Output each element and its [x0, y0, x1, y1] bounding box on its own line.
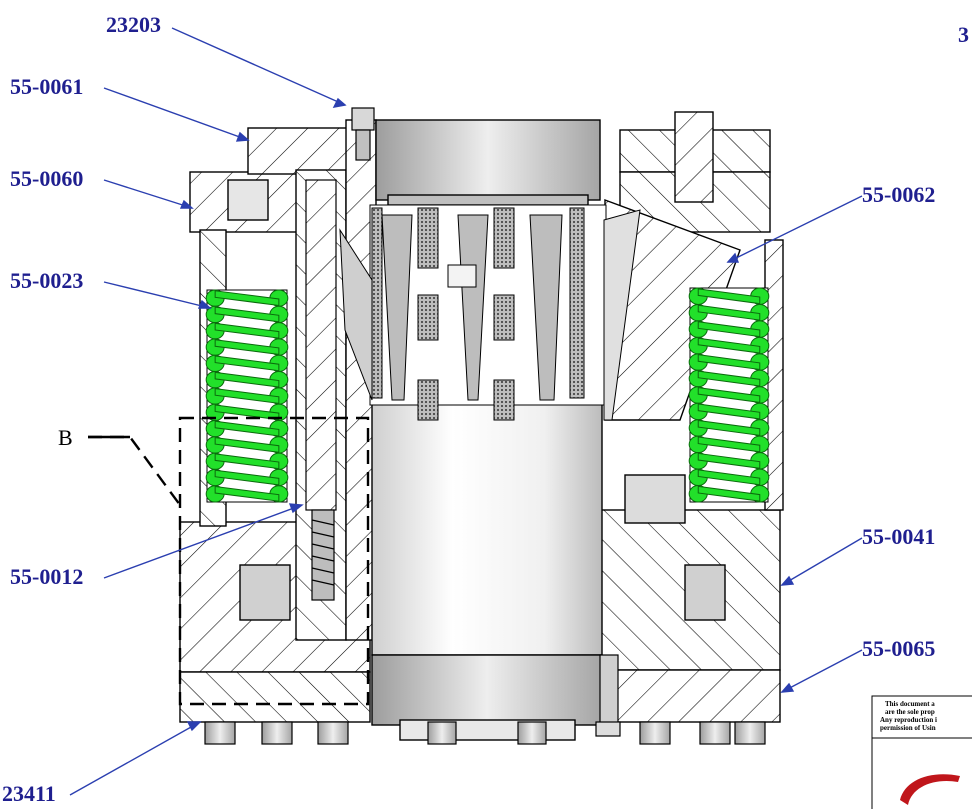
detail-b-outline — [88, 416, 370, 706]
left-spring — [205, 289, 289, 503]
leader-lines — [69, 27, 863, 796]
valve-stack — [339, 204, 641, 421]
callouts: 23203 55-0061 55-0060 55-0023 55-0012 23… — [2, 12, 969, 806]
callout-55-0023: 55-0023 — [10, 268, 83, 293]
callout-23203: 23203 — [106, 12, 161, 37]
callout-55-0062: 55-0062 — [862, 182, 935, 207]
notice-line-2: are the sole prop — [885, 708, 935, 716]
callout-23411: 23411 — [2, 781, 56, 806]
callout-55-0065: 55-0065 — [862, 636, 935, 661]
fasteners — [351, 107, 621, 737]
callout-corner: 3 — [958, 22, 969, 47]
callout-55-0060: 55-0060 — [10, 166, 83, 191]
right-housing — [599, 111, 784, 723]
bottom-feet — [204, 721, 766, 745]
detail-b-label: B — [58, 425, 73, 450]
bolt-55-0012 — [305, 179, 337, 601]
notice-line-1: This document a — [885, 700, 935, 708]
callout-55-0061: 55-0061 — [10, 74, 83, 99]
callout-55-0012: 55-0012 — [10, 564, 83, 589]
notice-box: This document a are the sole prop Any re… — [871, 695, 972, 809]
callout-55-0041: 55-0041 — [862, 524, 935, 549]
right-spring — [688, 287, 770, 503]
company-logo-mark — [900, 774, 960, 805]
notice-line-3: Any reproduction i — [880, 716, 937, 724]
notice-line-4: permission of Usin — [880, 724, 936, 732]
central-bore — [371, 119, 603, 741]
